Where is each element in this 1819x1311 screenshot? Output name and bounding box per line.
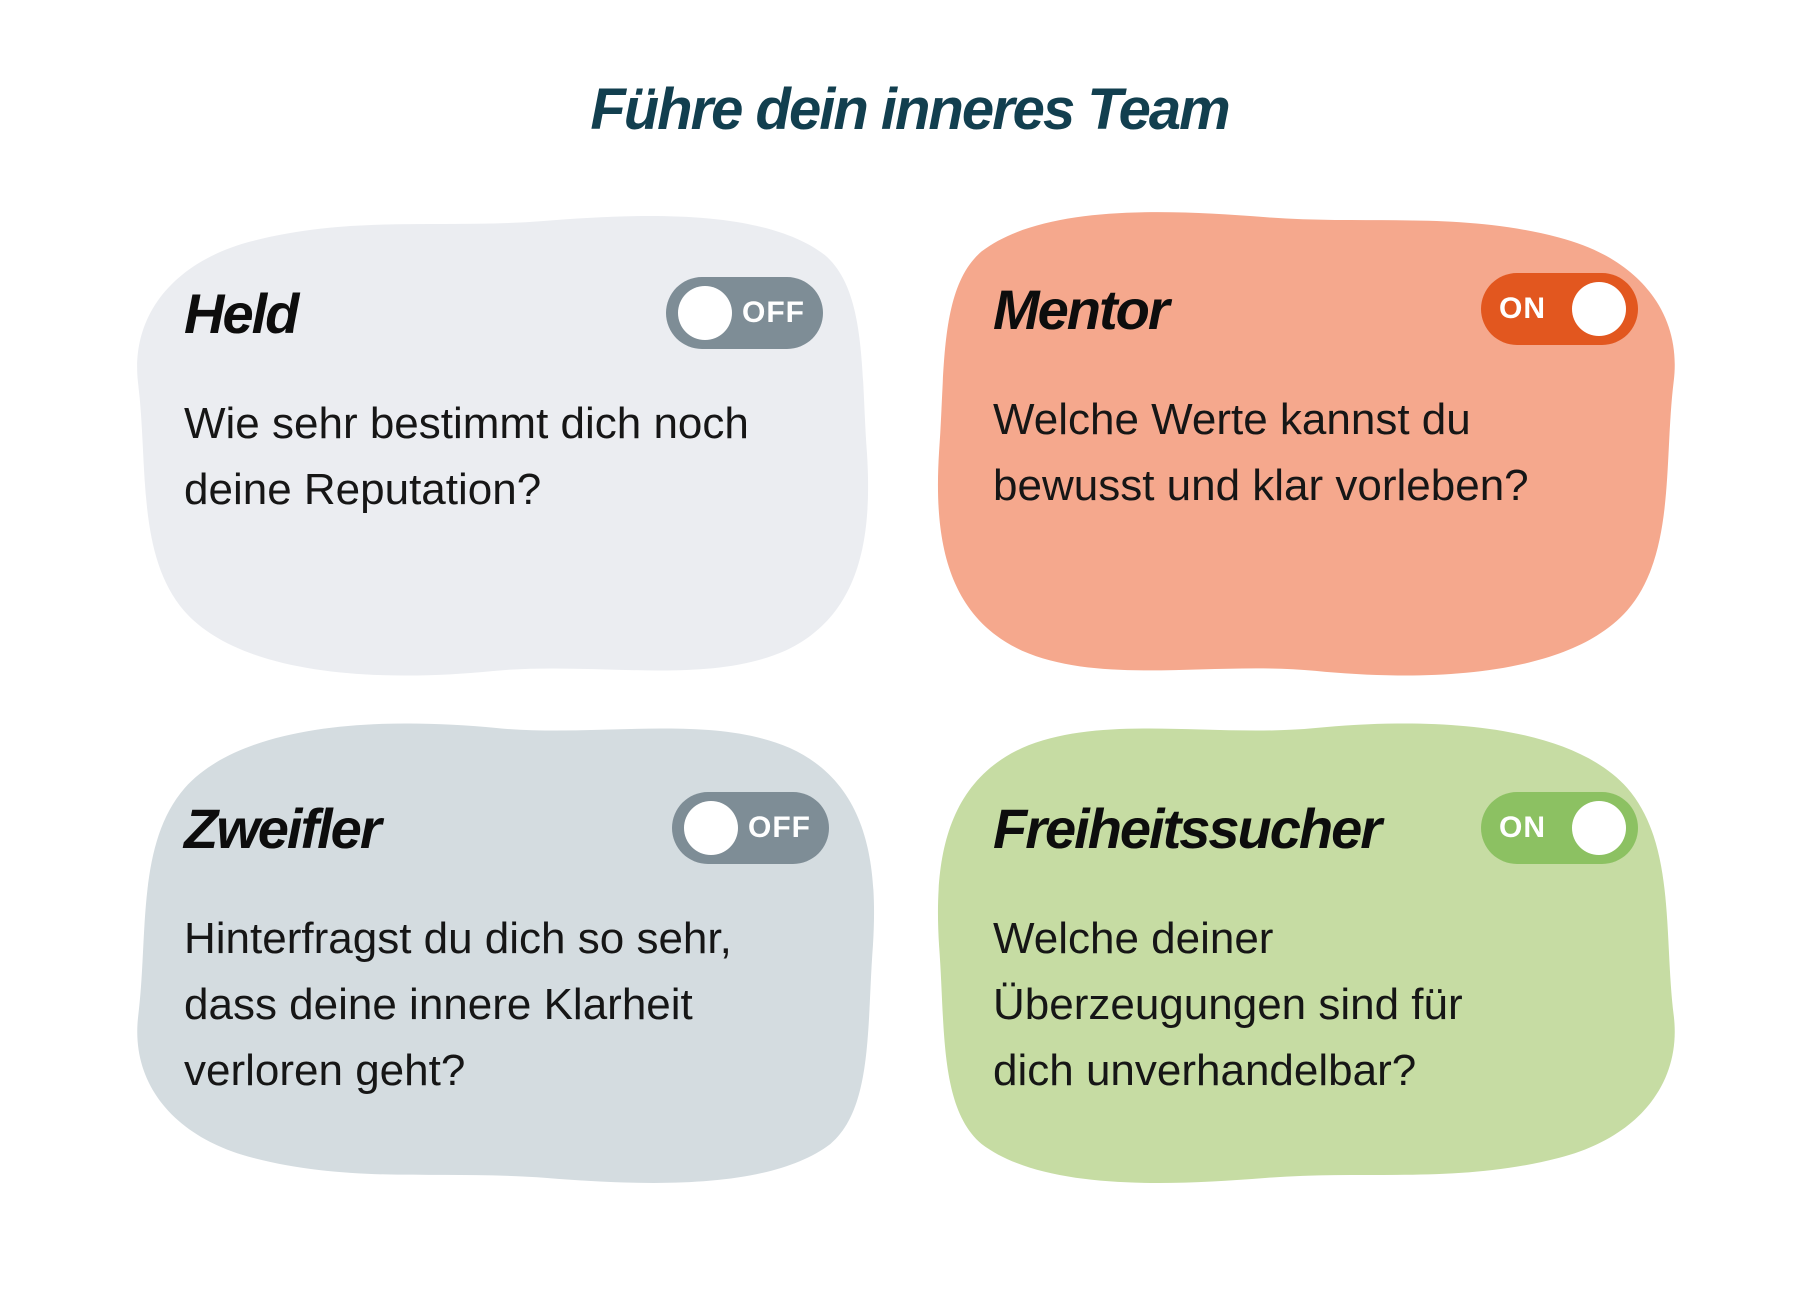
toggle-state-label: ON: [1499, 811, 1546, 844]
card-freiheitssucher: Freiheitssucher ON Welche deiner Überzeu…: [931, 718, 1690, 1196]
toggle-state-label: OFF: [742, 296, 805, 329]
toggle-knob: [1572, 801, 1626, 855]
freiheitssucher-toggle-on[interactable]: ON: [1481, 792, 1638, 864]
card-title-mentor: Mentor: [993, 277, 1170, 341]
card-zweifler: Zweifler OFF Hinterfragst du dich so seh…: [122, 718, 881, 1196]
toggle-knob: [1572, 282, 1626, 336]
card-question-mentor: Welche Werte kannst du bewusst und klar …: [993, 395, 1529, 510]
card-question-zweifler: Hinterfragst du dich so sehr, dass deine…: [184, 914, 732, 1095]
card-mentor: Mentor ON Welche Werte kannst du bewusst…: [931, 199, 1690, 681]
card-question-freiheitssucher: Welche deiner Überzeugungen sind für dic…: [993, 914, 1463, 1095]
card-held: Held OFF Wie sehr bestimmt dich noch dei…: [122, 203, 875, 681]
toggle-state-label: OFF: [748, 811, 811, 844]
card-title-zweifler: Zweifler: [184, 796, 382, 860]
toggle-knob: [678, 286, 732, 340]
mentor-toggle-on[interactable]: ON: [1481, 273, 1638, 345]
toggle-state-label: ON: [1499, 292, 1546, 325]
card-question-held: Wie sehr bestimmt dich noch deine Reputa…: [184, 399, 749, 514]
card-title-held: Held: [184, 281, 299, 345]
page-title: Führe dein inneres Team: [590, 77, 1230, 142]
held-toggle-off[interactable]: OFF: [666, 277, 823, 349]
zweifler-toggle-off[interactable]: OFF: [672, 792, 829, 864]
card-title-freiheitssucher: Freiheitssucher: [993, 796, 1382, 860]
toggle-knob: [684, 801, 738, 855]
